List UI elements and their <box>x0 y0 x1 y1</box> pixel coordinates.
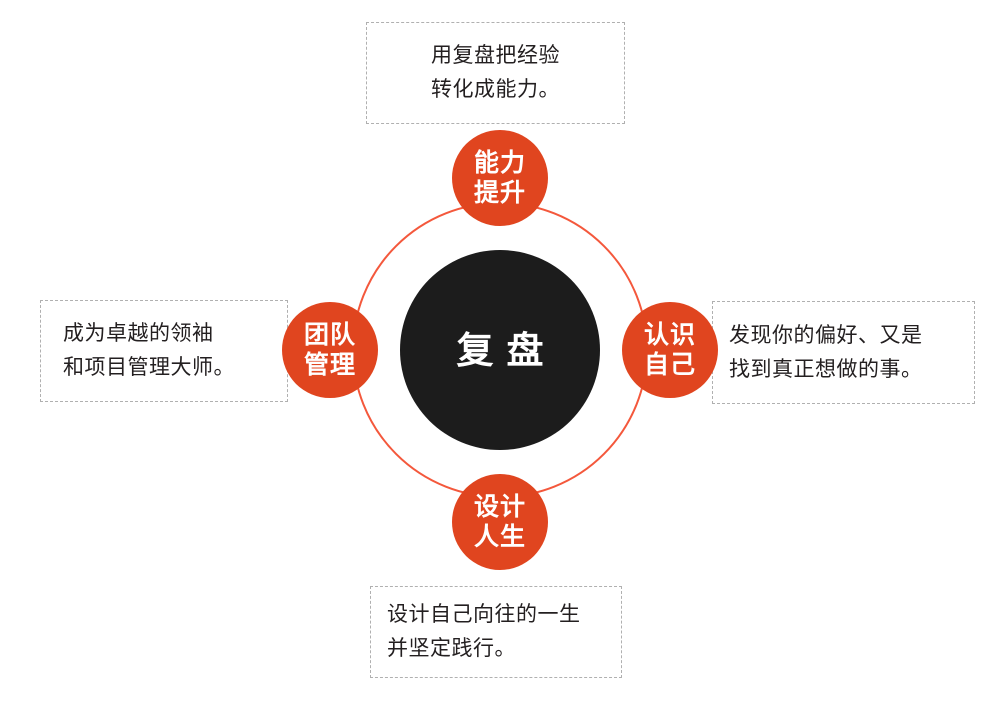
node-life-design[interactable]: 设计 人生 <box>452 474 548 570</box>
caption-box-capability: 用复盘把经验 转化成能力。 <box>366 22 625 124</box>
caption-box-life-design: 设计自己向往的一生 并坚定践行。 <box>370 586 622 678</box>
node-label-line1: 设计 <box>473 493 526 521</box>
node-label-line2: 人生 <box>473 523 526 551</box>
caption-line: 和项目管理大师。 <box>63 356 235 379</box>
caption-line: 成为卓越的领袖 <box>63 322 214 345</box>
node-capability[interactable]: 能力 提升 <box>452 130 548 226</box>
node-label-line2: 管理 <box>303 351 356 379</box>
node-label-line1: 认识 <box>643 321 696 349</box>
caption-line: 转化成能力。 <box>431 78 560 101</box>
node-label-line1: 能力 <box>473 149 526 177</box>
center-hub-label: 复盘 <box>456 329 557 371</box>
node-label-line2: 提升 <box>473 179 526 207</box>
caption-line: 并坚定践行。 <box>387 637 516 660</box>
node-team-management[interactable]: 团队 管理 <box>282 302 378 398</box>
caption-line: 发现你的偏好、又是 <box>729 323 923 347</box>
node-label-line2: 自己 <box>643 351 696 379</box>
center-hub: 复盘 <box>400 250 600 450</box>
caption-box-self-awareness: 发现你的偏好、又是 找到真正想做的事。 <box>712 301 975 404</box>
node-label-line1: 团队 <box>303 321 356 349</box>
node-self-awareness[interactable]: 认识 自己 <box>622 302 718 398</box>
caption-line: 设计自己向往的一生 <box>387 603 581 626</box>
caption-line: 找到真正想做的事。 <box>729 357 923 381</box>
caption-line: 用复盘把经验 <box>431 44 560 67</box>
caption-box-team-management: 成为卓越的领袖 和项目管理大师。 <box>40 300 288 402</box>
